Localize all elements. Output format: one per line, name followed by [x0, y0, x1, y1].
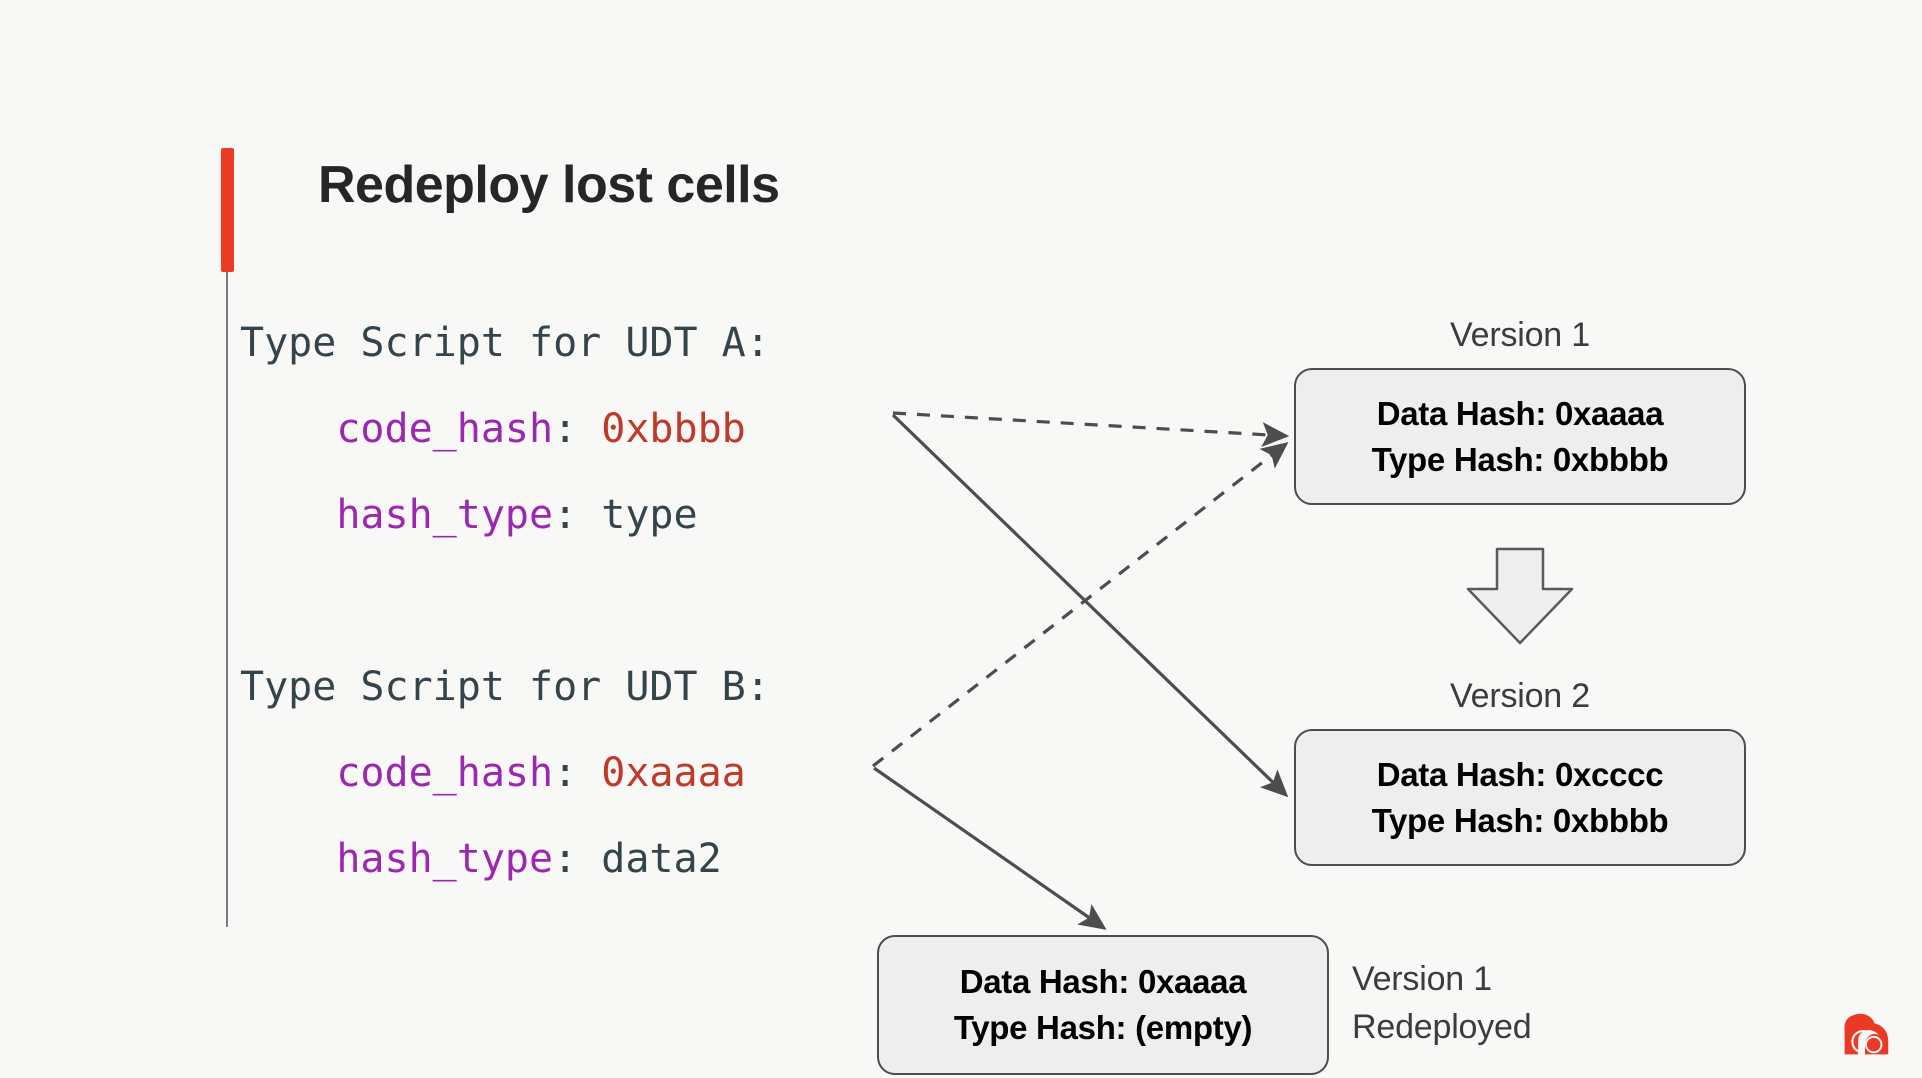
code-token-key: code_hash: [336, 406, 554, 452]
redeployed-caption-line-2: Redeployed: [1352, 1008, 1532, 1046]
version-2-type-hash: Type Hash: 0xbbbb: [1371, 801, 1669, 839]
code-line-4: Type Script for UDT B:: [240, 644, 770, 730]
connector-udt-a-to-version-1: [892, 411, 1290, 448]
code-line-5: code_hash: 0xaaaa: [240, 730, 770, 816]
code-line-1: code_hash: 0xbbbb: [240, 386, 770, 472]
code-token-plain: Type Script for UDT B:: [240, 664, 770, 710]
code-token-punct: :: [553, 836, 602, 882]
version-1-cell-box: Data Hash: 0xaaaa Type Hash: 0xbbbb: [1294, 368, 1746, 505]
code-line-2: hash_type: type: [240, 472, 770, 558]
gorilla-logo-icon: [1844, 1013, 1889, 1055]
accent-bar: [221, 148, 234, 272]
code-line-6: hash_type: data2: [240, 816, 770, 902]
code-token-plain: Type Script for UDT A:: [240, 320, 770, 366]
page-title: Redeploy lost cells: [318, 156, 780, 214]
connector-udt-a-to-version-2: [891, 413, 1289, 798]
version-2-caption: Version 2: [1450, 677, 1590, 715]
code-token-key: hash_type: [336, 836, 554, 882]
version-1-type-hash: Type Hash: 0xbbbb: [1371, 440, 1669, 478]
version-1-data-hash: Data Hash: 0xaaaa: [1376, 394, 1664, 432]
version-1-redeployed-cell-box: Data Hash: 0xaaaa Type Hash: (empty): [877, 935, 1329, 1075]
code-token-punct: :: [553, 750, 602, 796]
code-token-key: code_hash: [336, 750, 554, 796]
redeployed-type-hash: Type Hash: (empty): [953, 1009, 1253, 1046]
code-token-punct: :: [553, 406, 602, 452]
connector-udt-b-to-redeployed: [873, 766, 1107, 930]
code-indent: [240, 750, 336, 796]
code-line-0: Type Script for UDT A:: [240, 300, 770, 386]
version-2-data-hash: Data Hash: 0xcccc: [1376, 755, 1664, 793]
code-indent: [240, 492, 336, 538]
version-upgrade-arrow: [1466, 547, 1574, 645]
version-2-cell-box: Data Hash: 0xcccc Type Hash: 0xbbbb: [1294, 729, 1746, 866]
version-1-caption: Version 1: [1450, 316, 1590, 354]
version-1-redeployed-caption: Version 1 Redeployed: [1352, 955, 1672, 1051]
code-indent: [240, 406, 336, 452]
code-token-key: hash_type: [336, 492, 554, 538]
code-token-num: 0xbbbb: [601, 406, 746, 452]
code-block: Type Script for UDT A: code_hash: 0xbbbb…: [240, 300, 770, 902]
code-token-plain: data2: [601, 836, 722, 882]
code-token-punct: :: [553, 492, 602, 538]
code-line-3: [240, 558, 770, 644]
accent-rule-line: [226, 272, 228, 927]
code-indent: [240, 836, 336, 882]
code-token-plain: type: [601, 492, 698, 538]
connector-udt-b-to-version-1: [872, 442, 1289, 768]
code-token-num: 0xaaaa: [601, 750, 746, 796]
redeployed-caption-line-1: Version 1: [1352, 960, 1492, 998]
redeployed-data-hash: Data Hash: 0xaaaa: [959, 963, 1247, 1000]
